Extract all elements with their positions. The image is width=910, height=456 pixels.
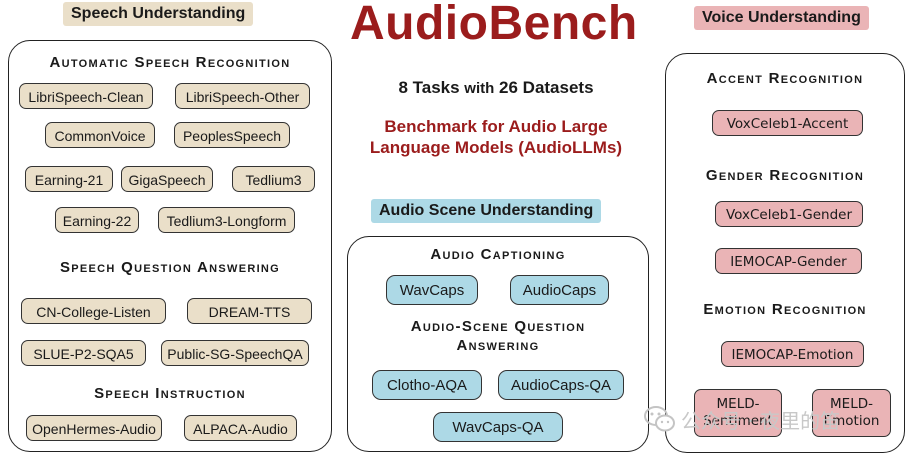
dataset-earning-21: Earning-21 xyxy=(25,166,113,192)
dataset-cn-college-listen: CN-College-Listen xyxy=(21,298,166,324)
wechat-icon xyxy=(644,406,675,432)
dataset-wavcaps: WavCaps xyxy=(386,275,478,305)
page-title: AudioBench xyxy=(350,0,638,50)
asr-section-title: Automatic Speech Recognition xyxy=(49,54,291,71)
meld-emotion-line-2: Emotion xyxy=(823,413,880,429)
dataset-iemocap-emotion: IEMOCAP-Emotion xyxy=(721,341,864,367)
dataset-alpaca-audio: ALPACA-Audio xyxy=(184,415,297,441)
audio-scene-qa-title-line-2: Answering xyxy=(456,337,540,354)
dataset-audiocaps-qa: AudioCaps-QA xyxy=(498,370,624,400)
dataset-dream-tts: DREAM-TTS xyxy=(187,298,312,324)
dataset-librispeech-other: LibriSpeech-Other xyxy=(175,83,310,109)
task-summary: 8 Tasks with 26 Datasets xyxy=(340,78,652,98)
dataset-clotho-aqa: Clotho-AQA xyxy=(372,370,482,400)
dataset-commonvoice: CommonVoice xyxy=(45,122,155,148)
tagline-line-1: Benchmark for Audio Large xyxy=(384,117,608,136)
speech-understanding-label: Speech Understanding xyxy=(63,2,254,26)
dataset-voxceleb1-accent: VoxCeleb1-Accent xyxy=(712,110,863,136)
sqa-section-title: Speech Question Answering xyxy=(59,259,281,276)
dataset-librispeech-clean: LibriSpeech-Clean xyxy=(19,83,153,109)
dataset-wavcaps-qa: WavCaps-QA xyxy=(433,412,563,442)
audio-scene-qa-title: Audio-Scene Question Answering xyxy=(347,317,649,355)
meld-emotion-line-1: MELD- xyxy=(830,396,873,412)
emotion-recognition-title: Emotion Recognition xyxy=(703,301,867,318)
dataset-gigaspeech: GigaSpeech xyxy=(121,166,213,192)
dataset-voxceleb1-gender: VoxCeleb1-Gender xyxy=(715,201,863,227)
meld-sentiment-line-2: Sentiment xyxy=(703,413,773,429)
dataset-earning-22: Earning-22 xyxy=(55,207,139,233)
watermark-text: 公众号 · 夜里的笛 xyxy=(681,409,841,433)
dataset-slue-p2-sqa5: SLUE-P2-SQA5 xyxy=(21,340,146,366)
si-section-title: Speech Instruction xyxy=(94,385,246,402)
dataset-meld-sentiment: MELD- Sentiment xyxy=(694,389,782,437)
audio-captioning-title: Audio Captioning xyxy=(430,246,566,263)
dataset-audiocaps: AudioCaps xyxy=(510,275,609,305)
dataset-public-sg-speechqa: Public-SG-SpeechQA xyxy=(161,340,309,366)
tagline: Benchmark for Audio Large Language Model… xyxy=(340,116,652,158)
dataset-iemocap-gender: IEMOCAP-Gender xyxy=(715,248,862,274)
task-count: 8 Tasks xyxy=(398,78,460,97)
dataset-peoplesspeech: PeoplesSpeech xyxy=(174,122,290,148)
dataset-count: 26 Datasets xyxy=(499,78,594,97)
dataset-openhermes-audio: OpenHermes-Audio xyxy=(26,415,162,441)
dataset-tedlium3-longform: Tedlium3-Longform xyxy=(158,207,295,233)
voice-understanding-label: Voice Understanding xyxy=(694,6,869,30)
task-summary-with: with xyxy=(464,80,495,97)
dataset-tedlium3: Tedlium3 xyxy=(232,166,315,192)
audio-scene-qa-title-line-1: Audio-Scene Question xyxy=(410,318,586,335)
tagline-line-2: Language Models (AudioLLMs) xyxy=(369,138,623,157)
accent-recognition-title: Accent Recognition xyxy=(706,70,864,87)
gender-recognition-title: Gender Recognition xyxy=(705,167,865,184)
meld-sentiment-line-1: MELD- xyxy=(716,396,760,412)
audio-scene-understanding-label: Audio Scene Understanding xyxy=(371,199,602,223)
dataset-meld-emotion: MELD- Emotion xyxy=(812,389,891,437)
